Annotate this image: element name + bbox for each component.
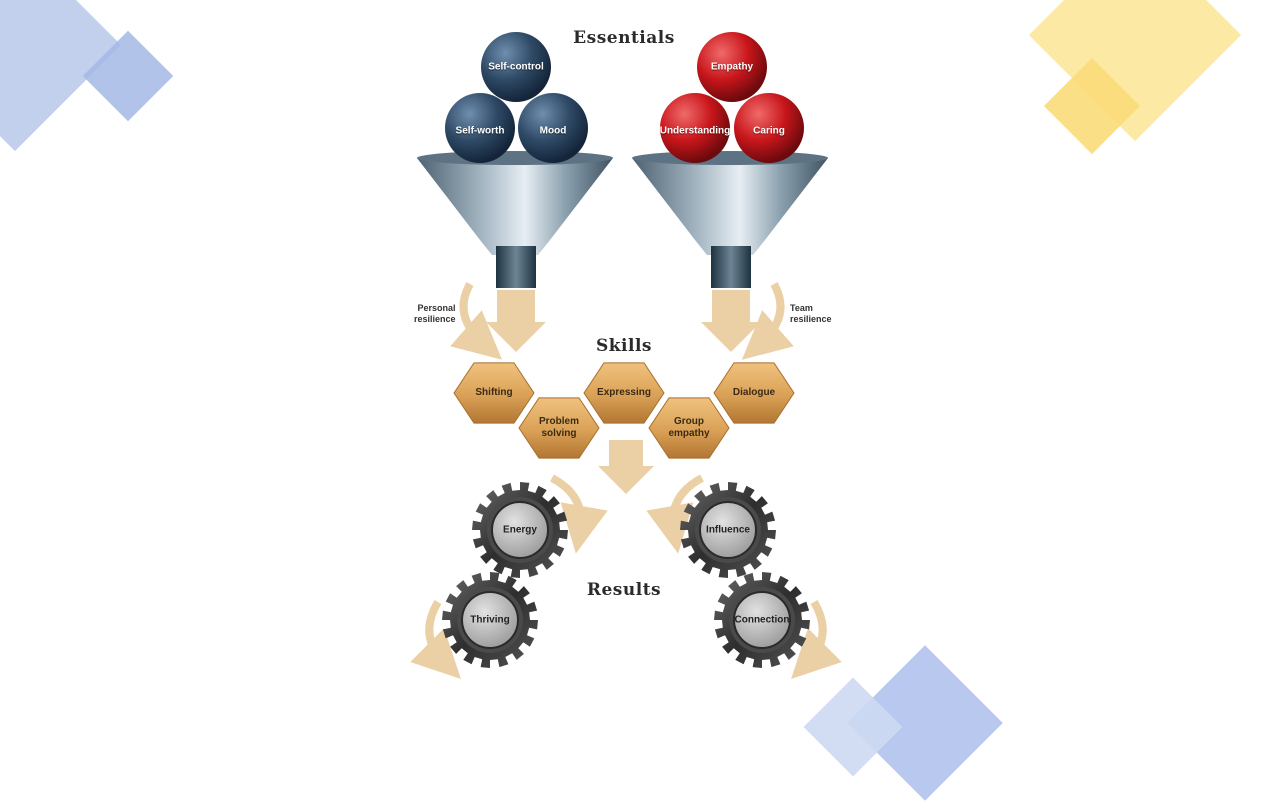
label-energy: Energy xyxy=(503,524,537,536)
arrow-curve-personal xyxy=(450,282,503,360)
label-expressing: Expressing xyxy=(597,387,651,398)
arrow-curve-influence xyxy=(646,474,704,554)
gear-influence xyxy=(680,482,776,578)
label-personal-line1: Personal xyxy=(417,303,456,313)
label-team-line1: Team xyxy=(790,303,813,313)
ball-caring xyxy=(734,93,804,163)
label-problem-line1: Problem xyxy=(538,416,580,427)
hex-group-empathy xyxy=(648,397,730,459)
ball-understanding xyxy=(660,93,730,163)
label-self-worth: Self-worth xyxy=(455,125,505,137)
label-caring: Caring xyxy=(753,125,785,137)
label-group-line2: empathy xyxy=(668,428,710,439)
arrow-down-center xyxy=(598,440,654,494)
funnel-right xyxy=(632,151,828,288)
label-dialogue: Dialogue xyxy=(732,387,776,398)
gear-thriving xyxy=(442,572,538,668)
funnel-left xyxy=(417,151,613,288)
label-understanding: Understanding xyxy=(659,125,731,137)
hex-shifting xyxy=(453,362,535,424)
label-shifting: Shifting xyxy=(475,387,513,398)
label-empathy: Empathy xyxy=(710,61,754,73)
label-connection: Connection xyxy=(734,614,790,626)
label-group-line1: Group xyxy=(674,416,704,427)
ball-mood xyxy=(518,93,588,163)
hex-problem-solving xyxy=(518,397,600,459)
label-team-resilience: Team resilience xyxy=(790,303,832,325)
label-personal-resilience: Personal resilience xyxy=(414,303,456,325)
heading-results: Results xyxy=(586,580,662,600)
heading-essentials: Essentials xyxy=(573,28,675,48)
ball-self-worth xyxy=(445,93,515,163)
label-group-empathy: Group empathy xyxy=(668,416,709,440)
arrow-curve-energy xyxy=(550,474,608,554)
label-problem-solving: Problem solving xyxy=(539,416,579,440)
arrow-curve-thriving xyxy=(410,599,461,679)
diagram-canvas xyxy=(410,32,842,679)
gear-connection xyxy=(714,572,810,668)
hex-expressing xyxy=(583,362,665,424)
label-thriving: Thriving xyxy=(470,614,510,626)
label-self-control: Self-control xyxy=(488,61,544,73)
arrow-curve-connection xyxy=(791,599,842,679)
hex-dialogue xyxy=(713,362,795,424)
label-influence: Influence xyxy=(706,524,750,536)
ball-empathy xyxy=(697,32,767,102)
heading-skills: Skills xyxy=(595,336,653,356)
arrow-down-left xyxy=(486,290,546,352)
ball-self-control xyxy=(481,32,551,102)
label-team-line2: resilience xyxy=(790,314,832,324)
arrow-down-right xyxy=(701,290,761,352)
gear-energy xyxy=(472,482,568,578)
label-mood: Mood xyxy=(539,125,567,137)
label-personal-line2: resilience xyxy=(414,314,456,324)
label-problem-line2: solving xyxy=(541,428,577,439)
arrow-curve-team xyxy=(741,282,794,360)
